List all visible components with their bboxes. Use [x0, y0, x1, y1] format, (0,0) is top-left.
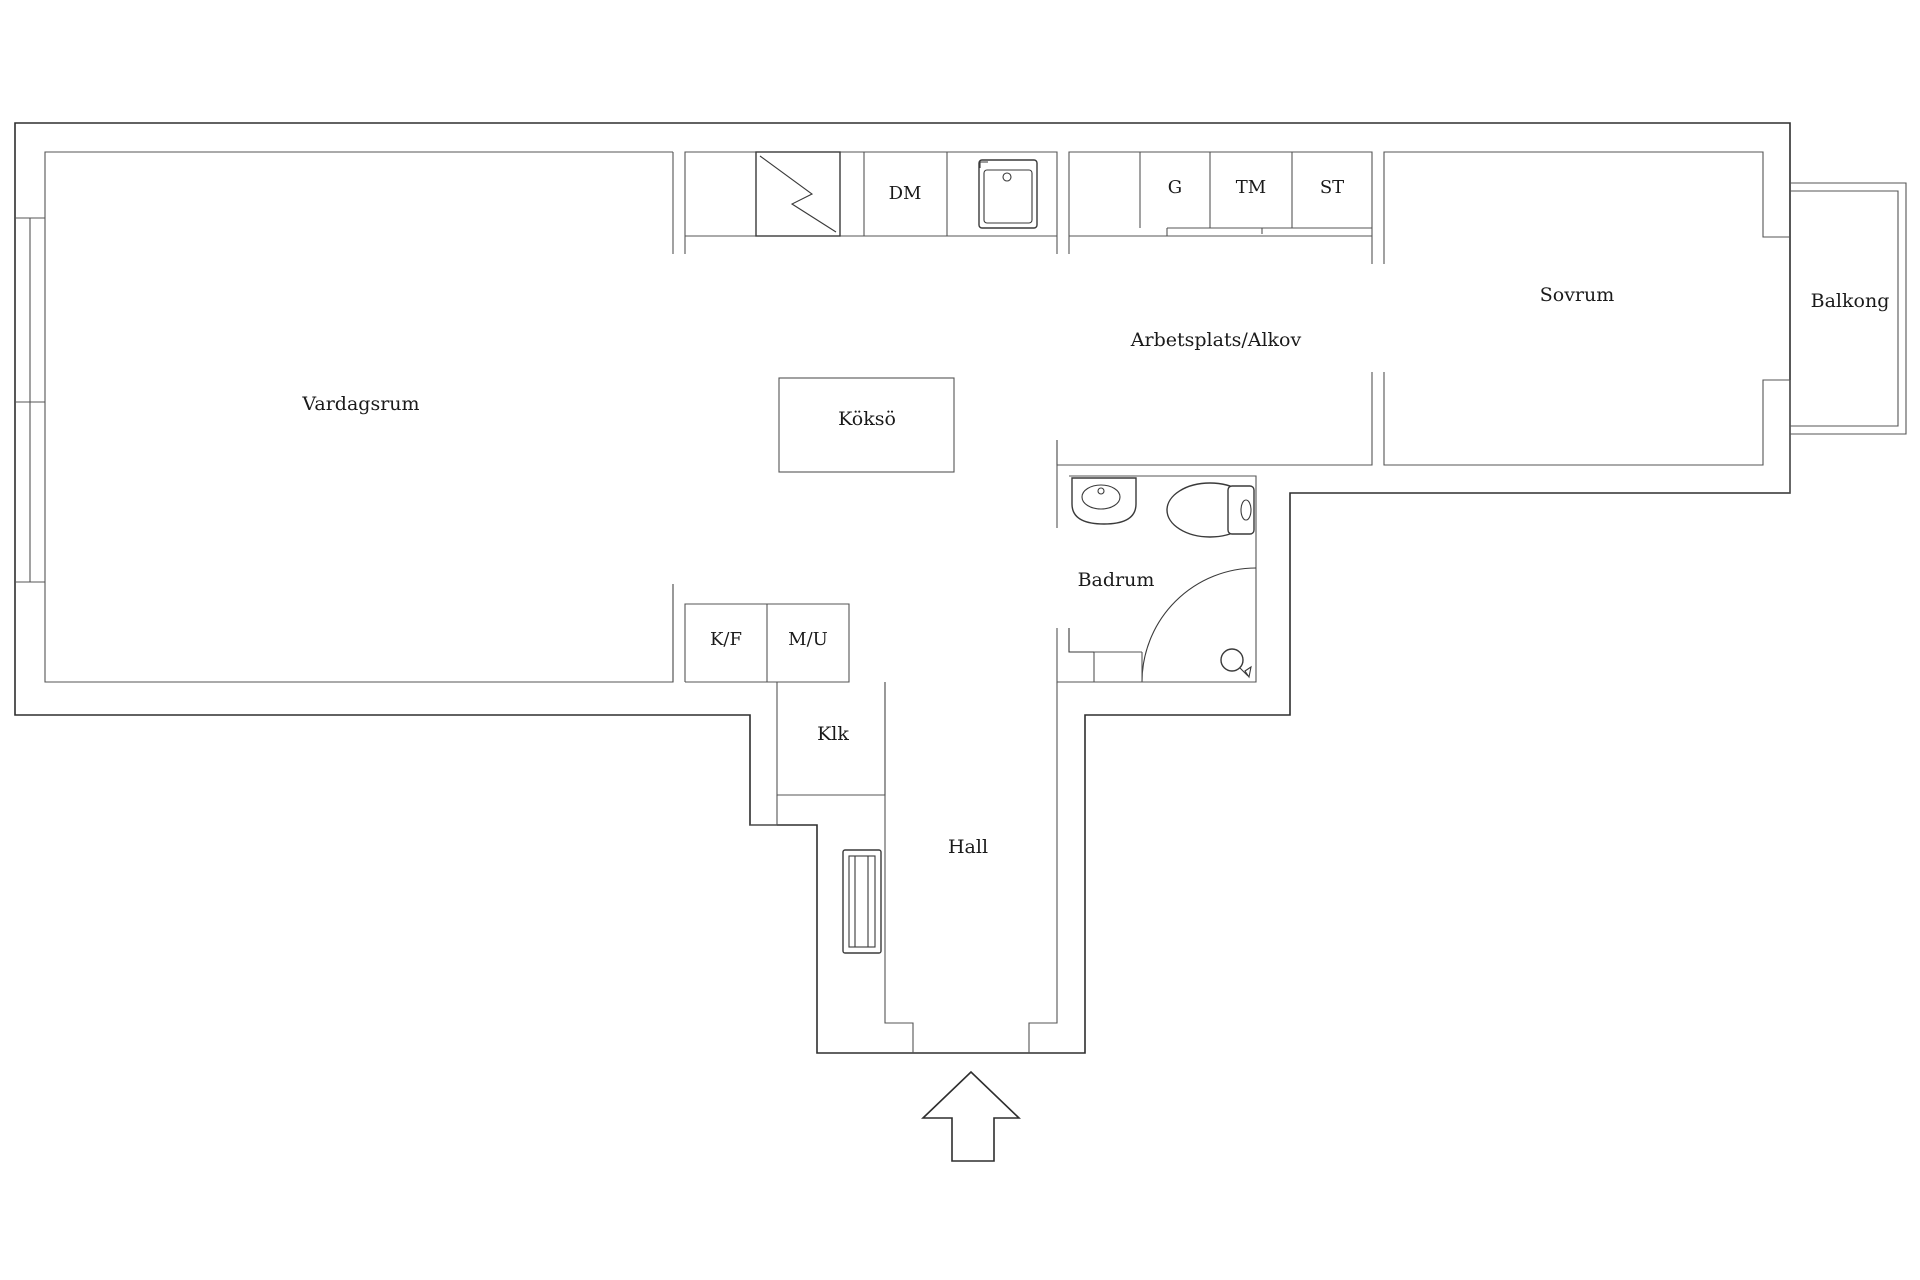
- kitchen-counter: [684, 151, 1058, 254]
- hall-walls: [672, 584, 1058, 1053]
- st-label: ST: [1320, 177, 1344, 198]
- label-mu: M/U: [788, 629, 828, 650]
- outer-wall: [14, 122, 1791, 1054]
- living-room-inner-wall: [44, 151, 674, 683]
- toilet-icon: [1166, 482, 1255, 538]
- entrance-arrow-icon: [921, 1070, 1021, 1162]
- label-balkong: Balkong: [1811, 290, 1890, 312]
- tumble-dryer-label: TM: [1236, 177, 1266, 198]
- bathroom-walls: [1056, 440, 1257, 683]
- appliance-counter: [1068, 151, 1373, 254]
- left-window: [15, 217, 45, 583]
- bedroom-walls: [1056, 151, 1791, 493]
- label-badrum: Badrum: [1078, 569, 1155, 591]
- kitchen-island: [778, 377, 955, 473]
- label-hall: Hall: [948, 836, 988, 858]
- kitchen-sink-icon: [978, 159, 1038, 229]
- washbasin-icon: [1071, 477, 1137, 525]
- label-arbetsplats: Arbetsplats/Alkov: [1130, 329, 1302, 351]
- shower-icon: [1068, 567, 1257, 683]
- radiator-icon: [842, 849, 882, 954]
- label-sovrum: Sovrum: [1540, 284, 1615, 306]
- balcony: [1790, 182, 1907, 435]
- dishwasher-label: DM: [889, 183, 922, 204]
- label-koksoe: Köksö: [838, 408, 896, 430]
- label-vardagsrum: Vardagsrum: [301, 393, 419, 415]
- grill-label: G: [1168, 177, 1182, 198]
- label-kf: K/F: [710, 629, 742, 650]
- label-klk: Klk: [817, 723, 849, 745]
- stove-icon: [755, 151, 841, 237]
